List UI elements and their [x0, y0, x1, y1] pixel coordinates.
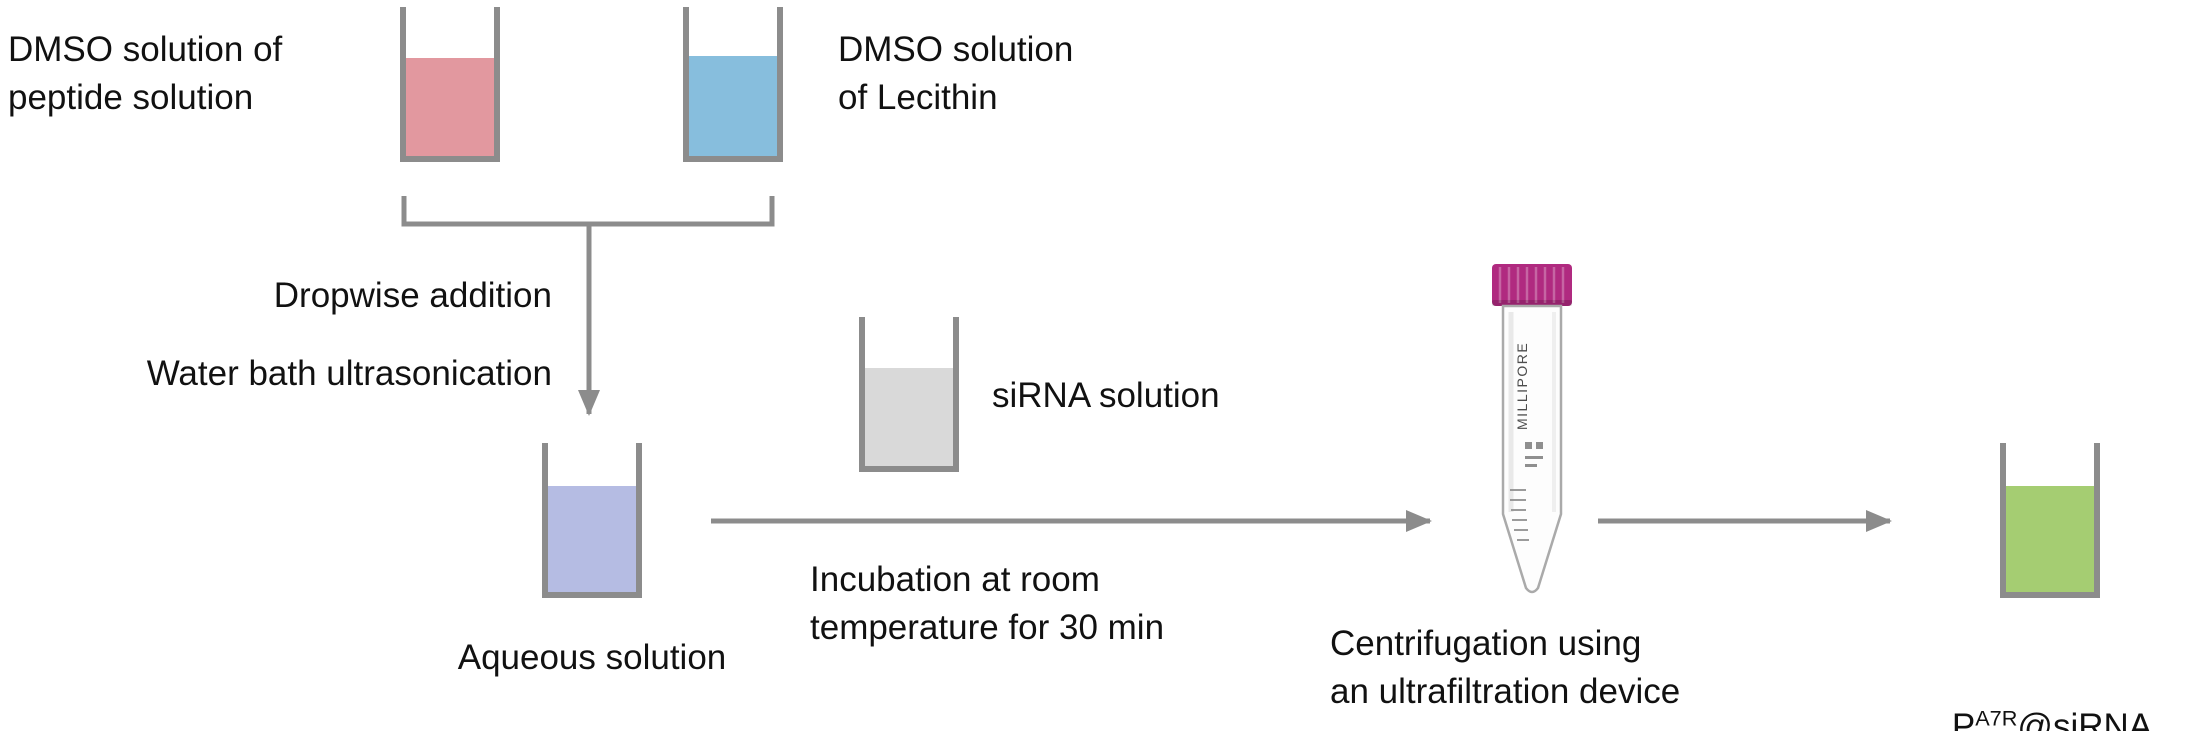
- beaker-aqueous: [542, 443, 642, 598]
- label-centrifugation: Centrifugation using an ultrafiltration …: [1330, 624, 1681, 712]
- product-superscript: A7R: [1975, 704, 2018, 730]
- sirna-liquid: [865, 368, 953, 466]
- tube-brand-text: MILLIPORE: [1514, 342, 1530, 430]
- label-product: PA7R@siRNA micelleplexes: [1906, 606, 2198, 731]
- merge-bracket: [401, 196, 775, 227]
- tube-cap: [1492, 264, 1572, 306]
- product-prefix: P: [1951, 706, 1976, 731]
- beaker-sirna: [859, 317, 959, 472]
- peptide-liquid: [406, 58, 494, 156]
- label-water-bath-ultrasonication: Water bath ultrasonication: [146, 354, 552, 393]
- product-name-line: PA7R@siRNA: [1906, 654, 2198, 731]
- label-incubation: Incubation at room temperature for 30 mi…: [810, 560, 1165, 648]
- product-liquid: [2006, 486, 2094, 592]
- label-dropwise-addition: Dropwise addition: [273, 276, 552, 315]
- beaker-lecithin: [683, 7, 783, 162]
- label-lecithin-solution: DMSO solution of Lecithin: [838, 30, 1074, 118]
- label-sirna-solution: siRNA solution: [992, 376, 1220, 415]
- lecithin-liquid: [689, 56, 777, 156]
- label-aqueous-solution: Aqueous solution: [457, 638, 727, 677]
- beaker-product: [2000, 443, 2100, 598]
- tube-graduations: [1510, 489, 1529, 541]
- tube-cap-ridges: [1498, 267, 1565, 303]
- tube-label-marks: [1525, 442, 1543, 467]
- tube-cap-rim: [1492, 300, 1572, 306]
- beaker-peptide: [400, 7, 500, 162]
- ultrafiltration-tube: MILLIPORE: [1492, 264, 1572, 594]
- product-suffix: @siRNA: [2017, 706, 2153, 731]
- aqueous-liquid: [548, 486, 636, 592]
- label-peptide-solution: DMSO solution of peptide solution: [8, 30, 283, 118]
